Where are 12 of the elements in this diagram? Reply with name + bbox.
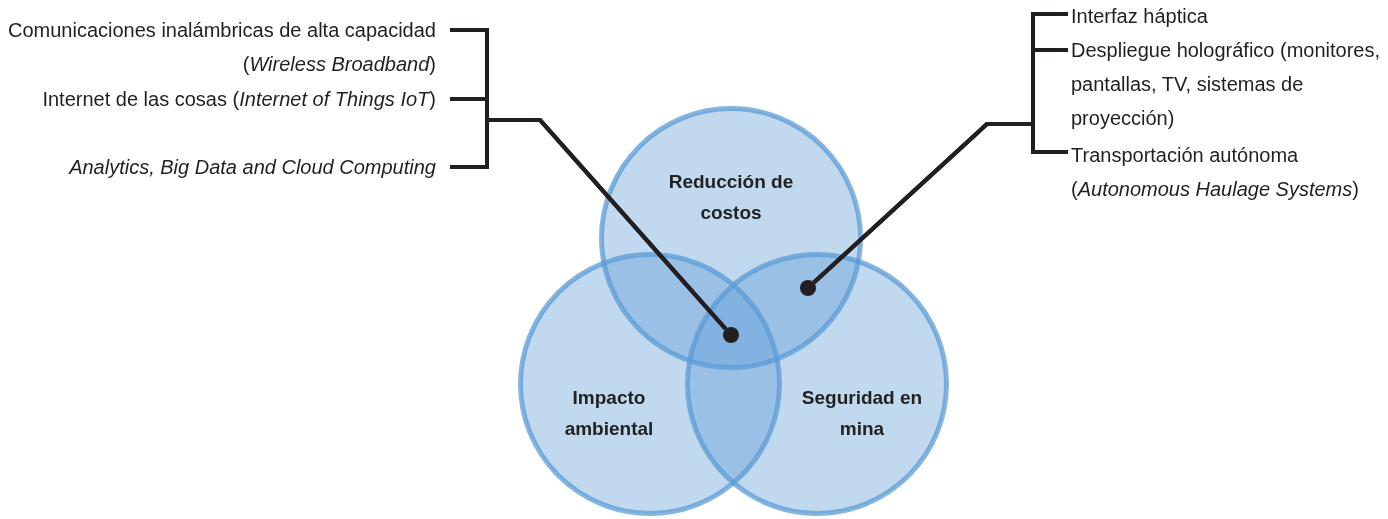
leader-dot <box>800 280 816 296</box>
circle-label: Impacto ambiental <box>563 386 655 441</box>
circle-label: Reducción de costos <box>667 170 795 225</box>
list-item: Internet de las cosas (Internet of Things IoT) <box>0 82 436 116</box>
list-item: Analytics, Big Data and Cloud Computing <box>0 150 436 184</box>
list-item: Transportación autónoma (Autonomous Haulage Systems) <box>1071 138 1381 206</box>
circle-label: Seguridad en mina <box>800 386 924 441</box>
list-item: Interfaz háptica <box>1071 0 1381 33</box>
list-item: Comunicaciones inalámbricas de alta capacidad (Wireless Broadband) <box>0 13 436 81</box>
list-item: Despliegue holográfico (monitores, pantallas, TV, sistemas de proyección) <box>1071 33 1381 135</box>
leader-line <box>812 122 1068 285</box>
leader-dot <box>723 327 739 343</box>
